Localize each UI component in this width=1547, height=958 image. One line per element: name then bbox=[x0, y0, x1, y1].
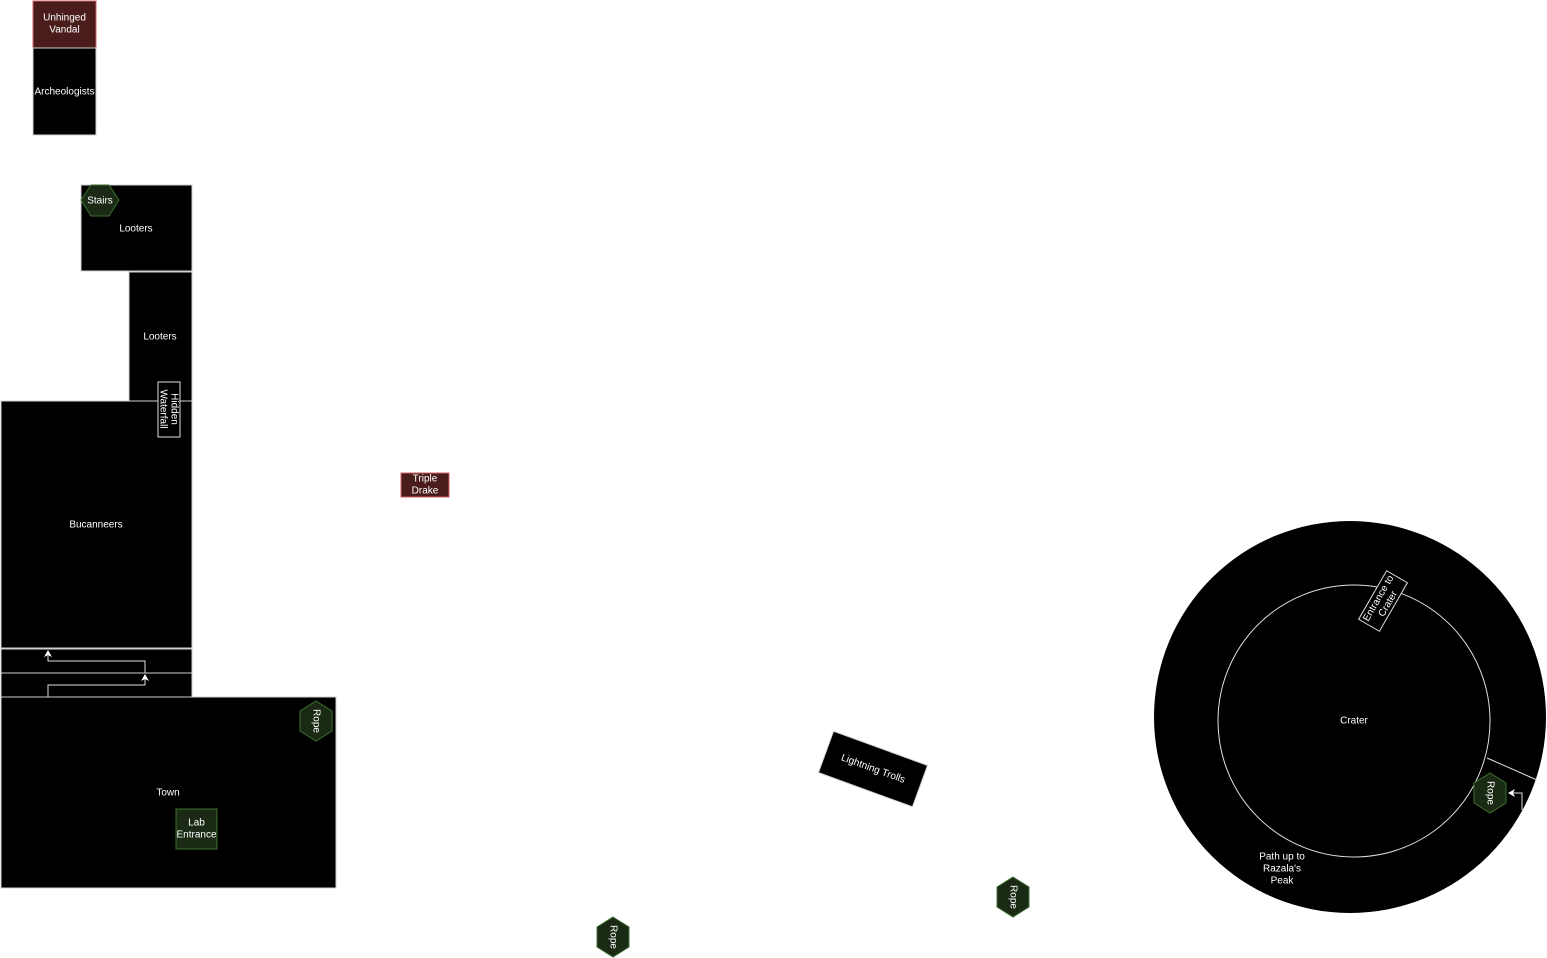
room-lightning-trolls[interactable]: Lightning Trolls bbox=[817, 730, 929, 808]
room-bucanneers[interactable]: Bucanneers bbox=[0, 400, 193, 649]
label: Rope bbox=[1007, 885, 1018, 909]
lab-entrance[interactable]: Lab Entrance bbox=[175, 808, 218, 850]
rope-town-connector[interactable]: Rope bbox=[299, 700, 333, 742]
stairs-connector[interactable]: Stairs bbox=[80, 184, 120, 217]
label: Archeologists bbox=[34, 87, 94, 98]
label: Entrance bbox=[176, 830, 216, 841]
label: Vandal bbox=[49, 25, 79, 36]
label: Waterfall bbox=[157, 389, 168, 428]
label: Lab bbox=[188, 818, 205, 829]
label: Razala's bbox=[1263, 864, 1301, 875]
label: Triple bbox=[413, 474, 438, 485]
path-arrow bbox=[44, 650, 146, 673]
label: Rope bbox=[607, 925, 618, 949]
room-archeologists[interactable]: Archeologists bbox=[32, 47, 97, 136]
label: Stairs bbox=[87, 196, 113, 207]
hidden-waterfall[interactable]: Hidden Waterfall bbox=[157, 381, 181, 438]
label: Bucanneers bbox=[69, 520, 122, 531]
rope-bottom-connector[interactable]: Rope bbox=[596, 916, 630, 958]
label: Crater bbox=[1340, 716, 1368, 727]
label: Peak bbox=[1271, 876, 1295, 887]
label: Drake bbox=[412, 486, 439, 497]
enemy-triple-drake[interactable]: Triple Drake bbox=[400, 472, 450, 498]
label: Hidden bbox=[168, 393, 179, 425]
rope-crater-connector[interactable]: Rope bbox=[1473, 772, 1507, 814]
room-looters-lower[interactable]: Looters bbox=[128, 271, 193, 402]
room-town[interactable]: Town bbox=[0, 696, 337, 889]
label: Looters bbox=[143, 332, 176, 343]
path-arrow bbox=[1508, 789, 1523, 810]
rope-mid-connector[interactable]: Rope bbox=[996, 876, 1030, 918]
label: Unhinged bbox=[43, 13, 86, 24]
divider-line bbox=[1486, 757, 1538, 781]
label: Town bbox=[156, 788, 179, 799]
label: Rope bbox=[310, 709, 321, 733]
area-crater-inner[interactable]: Crater bbox=[1217, 584, 1491, 858]
label: Rope bbox=[1484, 781, 1495, 805]
path-arrow bbox=[47, 674, 149, 697]
passage-lower bbox=[0, 672, 193, 698]
label: Path up to bbox=[1259, 852, 1305, 863]
label: Looters bbox=[119, 224, 152, 235]
enemy-unhinged-vandal[interactable]: Unhinged Vandal bbox=[32, 0, 97, 49]
